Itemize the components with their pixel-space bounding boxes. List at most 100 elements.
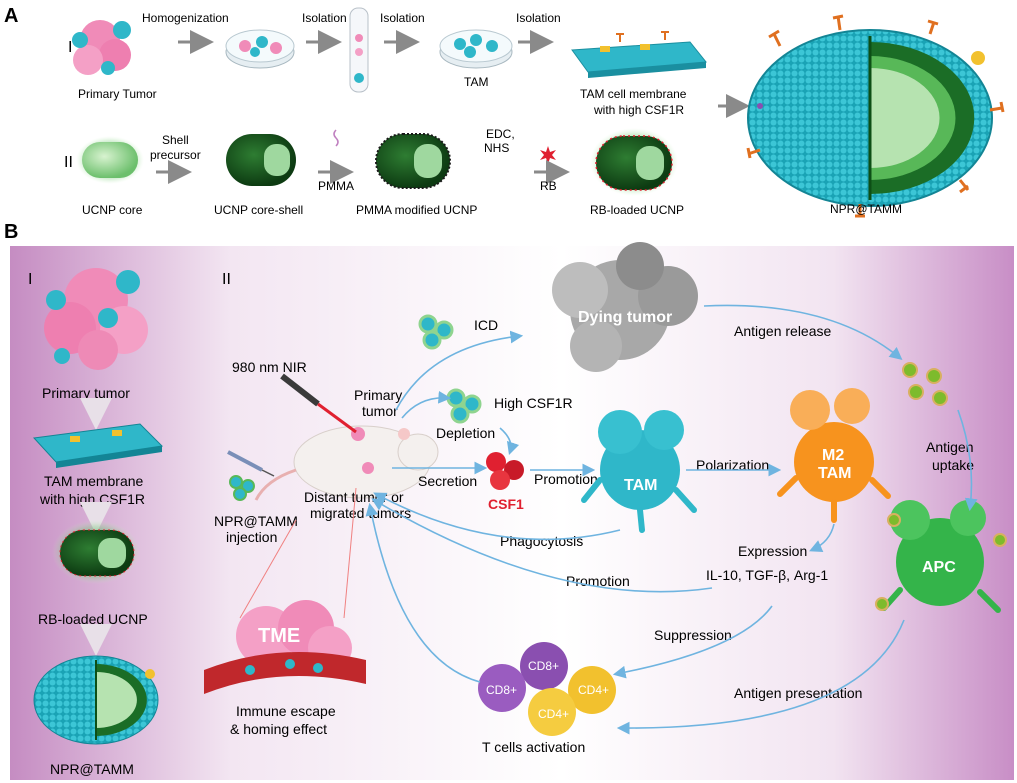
antigen-presentation-label: Antigen presentation [734,685,862,701]
injection-nanoparticles [229,475,255,501]
col-2-roman: II [222,271,231,288]
immune-escape-line2: & homing effect [230,721,327,737]
dying-tumor-label: Dying tumor [578,309,672,326]
injection-line1: NPR@TAMM [214,513,298,529]
panel-a-label: A [4,5,18,27]
tam-b-label: TAM [624,477,657,494]
mouse-illustration [254,425,439,501]
apc-label: APC [922,559,956,576]
rb-star-icon [540,146,556,164]
shell-precursor-line1: Shell [162,133,189,147]
rb-ucnp-b-illustration [52,520,140,584]
ucnp-core-label: UCNP core [82,203,143,217]
pmma-squiggle [333,129,339,147]
step-homogenization: Homogenization [142,11,229,25]
t-cells-activation-label: T cells activation [482,739,585,755]
rb-label: RB [540,179,557,193]
distant-tumor-line1: Distant tumor or [304,489,404,505]
secretion-label: Secretion [418,473,477,489]
membrane-label-line1: TAM cell membrane [580,87,687,101]
csf1-label: CSF1 [488,496,524,512]
tam-dish-illustration [439,29,513,69]
csf1r-nanoparticles [446,388,482,424]
npr-tamm-illustration [746,14,1005,218]
tam-label: TAM [464,75,488,89]
process-arrows [365,304,978,735]
tam-cell-illustration [581,410,697,533]
primary-tumor-b-illustration [44,268,148,370]
laser-device [280,373,357,434]
antigen-particles [902,362,948,406]
phagocytosis-label: Phagocytosis [500,533,583,549]
step-isolation-1: Isolation [302,11,347,25]
primary-tumor-b-line1: Primary [354,387,402,403]
petri-dish-illustration [225,29,295,69]
panel-a: A I II Primary Tumor Homogenization Isol… [4,5,1005,218]
immune-escape-line1: Immune escape [236,703,336,719]
membrane-label-line2: with high CSF1R [593,103,684,117]
membrane-b-illustration [32,423,164,468]
col-1-roman: I [28,271,32,288]
edc-label: EDC, [486,127,515,141]
icd-nanoparticles [418,314,454,350]
m2-tam-illustration [777,388,891,523]
promotion-1-label: Promotion [534,471,598,487]
npr-tamm-label: NPR@TAMM [830,202,902,216]
col1-membrane-line2: with high CSF1R [39,491,145,507]
shell-precursor-line2: precursor [150,148,201,162]
tme-label: TME [258,625,300,647]
ucnp-core-illustration [76,136,144,184]
primary-tumor-illustration [72,20,131,75]
syringe-icon [227,450,275,477]
antigen-uptake-line2: uptake [932,457,974,473]
antigen-release-label: Antigen release [734,323,832,339]
rb-ucnp-label: RB-loaded UCNP [590,203,684,217]
cytokines-label: IL-10, TGF-β, Arg-1 [706,567,828,583]
test-tube-illustration [349,7,369,93]
suppression-label: Suppression [654,627,732,643]
pmma-ucnp-illustration [375,133,451,189]
step-isolation-3: Isolation [516,11,561,25]
col1-membrane-line1: TAM membrane [44,473,144,489]
row-2-roman: II [64,154,73,171]
apc-cell-illustration [875,500,1007,613]
cd8-a-label: CD8+ [528,659,559,673]
panel-b-label: B [4,221,18,243]
tme-illustration [204,487,366,694]
expression-label: Expression [738,543,807,559]
npr-tamm-b-illustration [33,655,159,745]
distant-tumor-line2: migrated tumors [310,505,411,521]
col1-npr-tamm-label: NPR@TAMM [50,761,134,777]
ucnp-core-shell-label: UCNP core-shell [214,203,303,217]
icd-label: ICD [474,317,498,333]
cd4-a-label: CD4+ [578,683,609,697]
pmma-ucnp-label: PMMA modified UCNP [356,203,477,217]
antigen-uptake-line1: Antigen [926,439,973,455]
nir-label: 980 nm NIR [232,359,307,375]
csf1-molecules [486,452,524,490]
dying-tumor-illustration [552,242,698,372]
ucnp-core-shell-illustration [226,134,296,186]
polarization-label: Polarization [696,457,769,473]
injection-line2: injection [226,529,277,545]
nhs-label: NHS [484,141,509,155]
membrane-sheet-illustration [571,31,707,78]
cd8-b-label: CD8+ [486,683,517,697]
cd4-b-label: CD4+ [538,707,569,721]
row-1-roman: I [68,39,72,56]
primary-tumor-label: Primary Tumor [78,87,157,101]
t-cells-illustration [478,642,616,736]
m2-label: M2 [822,447,844,464]
pmma-label: PMMA [318,179,354,193]
col1-rb-ucnp-label: RB-loaded UCNP [38,611,148,627]
m2-tam-label: TAM [818,465,851,482]
high-csf1r-label: High CSF1R [494,395,573,411]
rb-ucnp-illustration [590,128,678,196]
depletion-label: Depletion [436,425,495,441]
step-isolation-2: Isolation [380,11,425,25]
panel-b: B I Primary tumor TAM membrane with high… [4,221,1014,780]
col1-primary-tumor-label: Primary tumor [42,385,130,401]
primary-tumor-b-line2: tumor [362,403,398,419]
promotion-2-label: Promotion [566,573,630,589]
